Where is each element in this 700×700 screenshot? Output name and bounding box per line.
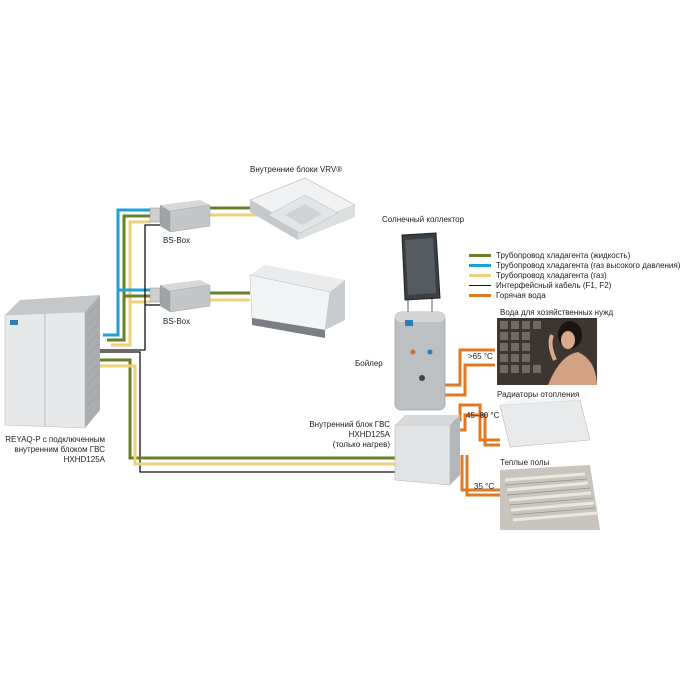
boiler bbox=[394, 311, 446, 411]
cassette-indoor-unit bbox=[249, 177, 356, 240]
legend-item-liquid: Трубопровод хладагента (жидкость) bbox=[469, 250, 680, 260]
dhw-indoor-unit bbox=[394, 415, 460, 486]
outdoor-unit-label-line-2: внутренним блоком ГВС bbox=[14, 445, 105, 454]
floor-heating-label: Теплые полы bbox=[500, 458, 550, 467]
domestic-water-photo bbox=[497, 318, 597, 385]
radiator bbox=[499, 396, 591, 448]
bs-box-1 bbox=[149, 200, 211, 233]
bs-box-2-label: BS-Box bbox=[163, 317, 191, 326]
radiators-label: Радиаторы отопления bbox=[497, 390, 580, 399]
pipes-bsbox-1 bbox=[103, 208, 150, 347]
legend-item-hot-water: Горячая вода bbox=[469, 290, 680, 300]
solar-collector bbox=[401, 232, 441, 301]
dhw-unit-label: Внутренний блок ГВС HXHD125A (только наг… bbox=[290, 420, 390, 450]
legend-text-hot-water: Горячая вода bbox=[496, 290, 546, 300]
legend-swatch-hot-water bbox=[469, 293, 491, 297]
legend-swatch-liquid bbox=[469, 253, 491, 257]
pipes-to-floor-unit bbox=[210, 291, 250, 302]
pipes-to-dhw-unit bbox=[100, 358, 395, 466]
legend-text-gas: Трубопровод хладагента (газ) bbox=[496, 270, 607, 280]
interface-cable bbox=[100, 224, 395, 473]
legend-item-gas: Трубопровод хладагента (газ) bbox=[469, 270, 680, 280]
floor-indoor-unit bbox=[249, 265, 345, 338]
vrv-indoor-label: Внутренние блоки VRV® bbox=[250, 165, 343, 174]
dhw-unit-label-line-1: Внутренний блок ГВС bbox=[309, 420, 390, 429]
hot-water-pipes bbox=[440, 348, 500, 497]
legend-swatch-cable bbox=[469, 284, 491, 286]
bs-box-2 bbox=[149, 280, 211, 313]
domestic-water-label: Вода для хозяйственных нужд bbox=[500, 308, 614, 317]
outdoor-unit bbox=[4, 295, 100, 429]
floor-heating-photo bbox=[500, 465, 600, 530]
legend: Трубопровод хладагента (жидкость) Трубоп… bbox=[469, 250, 680, 300]
legend-swatch-gas bbox=[469, 273, 491, 277]
legend-item-cable: Интерфейсный кабель (F1, F2) bbox=[469, 280, 680, 290]
outdoor-unit-label: REYAQ-P с подключенным внутренним блоком… bbox=[5, 435, 105, 465]
dhw-unit-label-line-2: HXHD125A bbox=[348, 430, 390, 439]
legend-text-hp-gas: Трубопровод хладагента (газ высокого дав… bbox=[496, 260, 681, 270]
solar-collector-label: Солнечный коллектор bbox=[382, 215, 465, 224]
outdoor-unit-label-line-3: HXHD125A bbox=[63, 455, 105, 464]
legend-item-hp-gas: Трубопровод хладагента (газ высокого дав… bbox=[469, 260, 680, 270]
legend-swatch-hp-gas bbox=[469, 263, 491, 267]
temp-label-2: 45–80 °C bbox=[466, 411, 500, 420]
dhw-unit-label-line-3: (только нагрев) bbox=[332, 440, 390, 449]
legend-text-cable: Интерфейсный кабель (F1, F2) bbox=[496, 280, 612, 290]
bs-box-1-label: BS-Box bbox=[163, 236, 191, 245]
temp-label-3: 35 °C bbox=[474, 482, 495, 491]
outdoor-unit-label-line-1: REYAQ-P с подключенным bbox=[5, 435, 105, 444]
legend-text-liquid: Трубопровод хладагента (жидкость) bbox=[496, 250, 631, 260]
temp-label-1: >65 °C bbox=[468, 352, 493, 361]
boiler-label: Бойлер bbox=[355, 359, 383, 368]
